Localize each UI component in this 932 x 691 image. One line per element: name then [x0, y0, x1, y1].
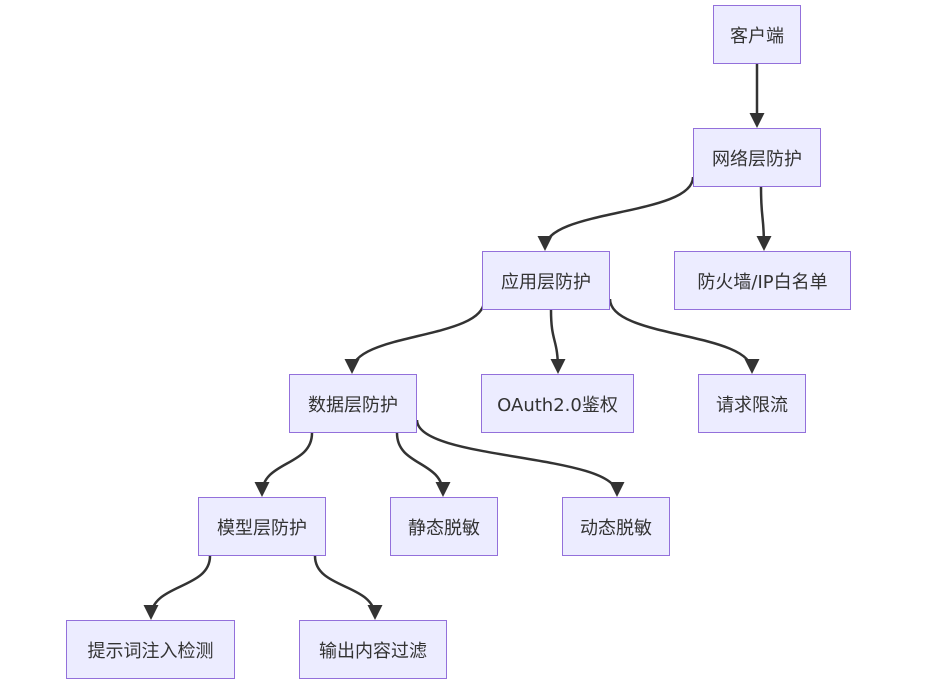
edge-network-to-app	[537, 176, 695, 251]
edge-app-to-data	[344, 300, 486, 374]
node-app-layer: 应用层防护	[482, 251, 610, 310]
node-network-layer: 网络层防护	[693, 128, 821, 187]
edge-model-to-output_filter	[313, 555, 383, 620]
node-firewall: 防火墙/IP白名单	[674, 251, 851, 310]
node-static-masking: 静态脱敏	[390, 497, 498, 556]
node-dynamic-masking: 动态脱敏	[562, 497, 670, 556]
edge-data-to-model	[254, 432, 314, 497]
edge-network-to-firewall	[756, 186, 772, 251]
edge-app-to-oauth	[549, 309, 566, 374]
node-output-filtering: 输出内容过滤	[299, 620, 447, 679]
node-model-layer: 模型层防护	[198, 497, 326, 556]
node-rate-limit: 请求限流	[698, 374, 806, 433]
edge-app-to-ratelimit	[608, 298, 760, 374]
node-client: 客户端	[713, 5, 801, 64]
edge-model-to-prompt_detect	[143, 555, 212, 620]
node-data-layer: 数据层防护	[289, 374, 417, 433]
edge-data-to-dynamic_mask	[415, 419, 625, 497]
node-prompt-injection-detection: 提示词注入检测	[66, 620, 235, 679]
edge-data-to-static_mask	[395, 432, 451, 497]
node-oauth: OAuth2.0鉴权	[481, 374, 634, 433]
